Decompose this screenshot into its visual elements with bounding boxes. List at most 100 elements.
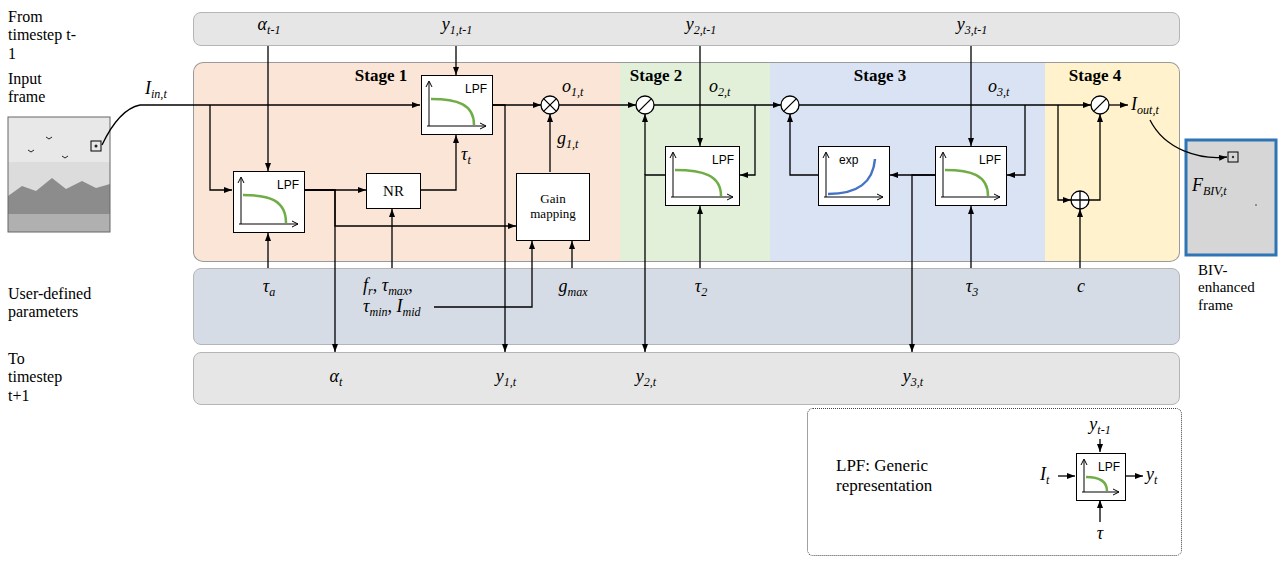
subscript: 2 xyxy=(701,285,707,299)
signal-name: Iin,t xyxy=(145,78,167,99)
signal-arrow xyxy=(970,206,971,268)
symbol: y xyxy=(1146,464,1154,484)
signal-name: y2,t xyxy=(636,366,656,387)
text-holder: Iout,t xyxy=(1131,94,1159,115)
subscript: mid xyxy=(403,304,421,318)
signal-arrow xyxy=(571,241,572,268)
text-holder: fr, τmax, τmin, Imid xyxy=(363,275,433,316)
signal-arrow xyxy=(391,209,392,268)
input-frame-picture xyxy=(8,117,110,232)
signal-wire xyxy=(210,105,232,190)
signal-name: y3,t-1 xyxy=(957,14,987,35)
signal-wire xyxy=(1099,500,1100,522)
subscript: 3,t xyxy=(997,85,1009,99)
subscript: a xyxy=(269,285,275,299)
parameter-name: τ3 xyxy=(966,276,978,297)
side-caption: Input frame xyxy=(8,70,68,107)
signal-arrow xyxy=(421,135,456,190)
output-frame-picture xyxy=(1255,204,1257,206)
symbol: α xyxy=(330,366,339,386)
symbol: I xyxy=(1040,464,1046,484)
text-holder: yt xyxy=(1146,464,1157,485)
punctuation: , xyxy=(388,296,393,316)
symbol: y xyxy=(1089,414,1097,434)
text-holder: FBIV,t xyxy=(1192,175,1227,196)
axis xyxy=(238,177,298,227)
signal-name: It xyxy=(1040,464,1049,485)
signal-name: τ xyxy=(1097,523,1103,544)
text-holder: τ2 xyxy=(695,276,707,297)
process-box: Gain mapping xyxy=(516,173,590,241)
text-holder: τ3 xyxy=(966,276,978,297)
text-holder: Stage 4 xyxy=(1069,66,1121,86)
text-holder: Gain mapping xyxy=(522,192,584,222)
signal-arrow xyxy=(305,189,366,190)
symbol: τ xyxy=(966,276,972,296)
side-caption: To timestep t+1 xyxy=(8,350,80,405)
block-label: exp xyxy=(839,154,858,168)
parameter-band: τafr, τmax, τmin, Imidgmaxτ2τ3c xyxy=(193,268,1180,345)
input-frame-picture xyxy=(28,137,68,158)
signal-name: y1,t xyxy=(496,366,516,387)
text-holder: Stage 1 xyxy=(355,66,407,86)
process-box: NR xyxy=(366,173,421,209)
subscript: 1,t xyxy=(571,85,583,99)
subscript: t xyxy=(339,375,342,389)
subscript: 1,t xyxy=(566,137,578,151)
symbol: g xyxy=(558,276,567,296)
text-holder: It xyxy=(1040,464,1049,485)
block-label: Gain mapping xyxy=(522,192,584,222)
signal-arrow xyxy=(493,105,505,352)
text-holder: y3,t xyxy=(903,366,923,387)
signal-wire xyxy=(740,105,755,175)
signal-arrow xyxy=(970,46,971,146)
parameter-name: τ2 xyxy=(695,276,707,297)
text-holder: To timestep t+1 xyxy=(8,350,80,405)
filter-box: LPF xyxy=(665,146,740,206)
stage-heading: Stage 3 xyxy=(854,66,906,86)
text-holder: User-defined parameters xyxy=(8,285,128,322)
subscript: t xyxy=(467,153,470,167)
text-holder: y1,t xyxy=(496,366,516,387)
subscript: t xyxy=(1154,473,1157,487)
output-frame-picture xyxy=(1186,140,1276,255)
stage-heading: Stage 2 xyxy=(630,66,682,86)
lowpass-curve xyxy=(243,195,286,223)
subscript: 3,t-1 xyxy=(965,23,987,37)
text-holder: c xyxy=(1077,276,1085,297)
subscript: in,t xyxy=(151,87,167,101)
input-frame-picture xyxy=(8,117,110,232)
text-holder: LPF xyxy=(979,150,1001,168)
output-frame-picture xyxy=(1232,156,1234,158)
symbol: g xyxy=(557,128,566,148)
text-holder: exp xyxy=(839,150,858,168)
operator-symbol xyxy=(544,99,557,112)
lowpass-curve xyxy=(675,170,721,196)
stage-heading: Stage 1 xyxy=(355,66,407,86)
subscript: max xyxy=(388,284,408,298)
signal-name: yt xyxy=(1146,464,1157,485)
symbol: c xyxy=(1077,276,1085,296)
text-holder: τa xyxy=(263,276,275,297)
signal-wire xyxy=(799,104,1091,105)
signal-name: y3,t xyxy=(903,366,923,387)
text-holder: o1,t xyxy=(562,76,583,97)
subscript: min xyxy=(369,304,387,318)
space xyxy=(392,296,397,316)
filter-box: LPF xyxy=(935,146,1007,206)
subscript: r xyxy=(368,284,373,298)
subscript: 2,t xyxy=(644,375,656,389)
subscript: 3 xyxy=(972,285,978,299)
subscript: 2,t-1 xyxy=(694,23,716,37)
symbol: f xyxy=(363,275,368,295)
signal-name: o1,t xyxy=(562,76,583,97)
key-box: LPF: Generic representationLPF xyxy=(807,408,1182,556)
symbol: I xyxy=(397,296,403,316)
symbol: I xyxy=(1131,94,1137,114)
exponential-box: exp xyxy=(818,146,890,206)
subscript: 1,t xyxy=(504,375,516,389)
block-label: NR xyxy=(383,183,404,200)
signal-wire xyxy=(1109,104,1128,105)
subscript: t-1 xyxy=(1097,423,1110,437)
